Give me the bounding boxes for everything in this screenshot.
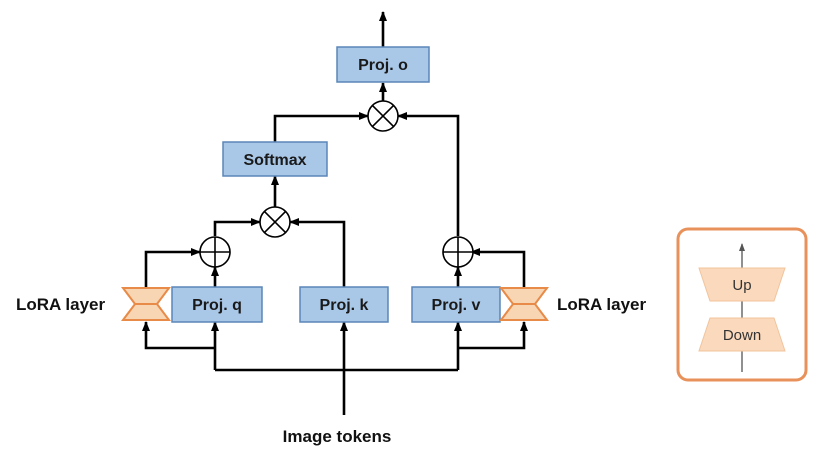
proj-k-block: Proj. k [299, 286, 389, 323]
softmax-to-mult [273, 112, 369, 142]
plus-q-to-mult [213, 218, 261, 236]
lora-right-icon [499, 287, 549, 321]
multiply-upper-icon [367, 100, 399, 132]
lora-left-icon [121, 287, 171, 321]
proj-o-block: Proj. o [336, 46, 430, 83]
legend-down-label: Down [723, 327, 761, 344]
legend-up-shape [698, 267, 786, 302]
plus-v-to-mult [397, 112, 460, 236]
proj-k-label: Proj. k [320, 297, 369, 314]
input-label: Image tokens [283, 427, 392, 446]
proj-o-label: Proj. o [358, 57, 408, 74]
left-lora-input [142, 321, 215, 350]
left-lora-output [144, 248, 201, 287]
proj-k-to-mult [289, 218, 346, 287]
proj-q-block: Proj. q [171, 286, 263, 323]
softmax-label: Softmax [243, 152, 306, 169]
add-v-icon [442, 236, 474, 268]
proj-v-label: Proj. v [432, 297, 481, 314]
add-q-icon [199, 236, 231, 268]
softmax-block: Softmax [222, 141, 328, 177]
lora-legend: Up Down [676, 227, 808, 382]
lora-right-label: LoRA layer [557, 295, 647, 314]
legend-up-label: Up [732, 277, 751, 294]
lora-left-label: LoRA layer [16, 295, 106, 314]
legend-down-shape [698, 317, 786, 352]
multiply-lower-icon [259, 206, 291, 238]
proj-q-label: Proj. q [192, 297, 242, 314]
proj-v-block: Proj. v [411, 286, 501, 323]
right-lora-output [470, 248, 526, 287]
right-lora-input [458, 321, 528, 350]
connectors [142, 11, 528, 415]
